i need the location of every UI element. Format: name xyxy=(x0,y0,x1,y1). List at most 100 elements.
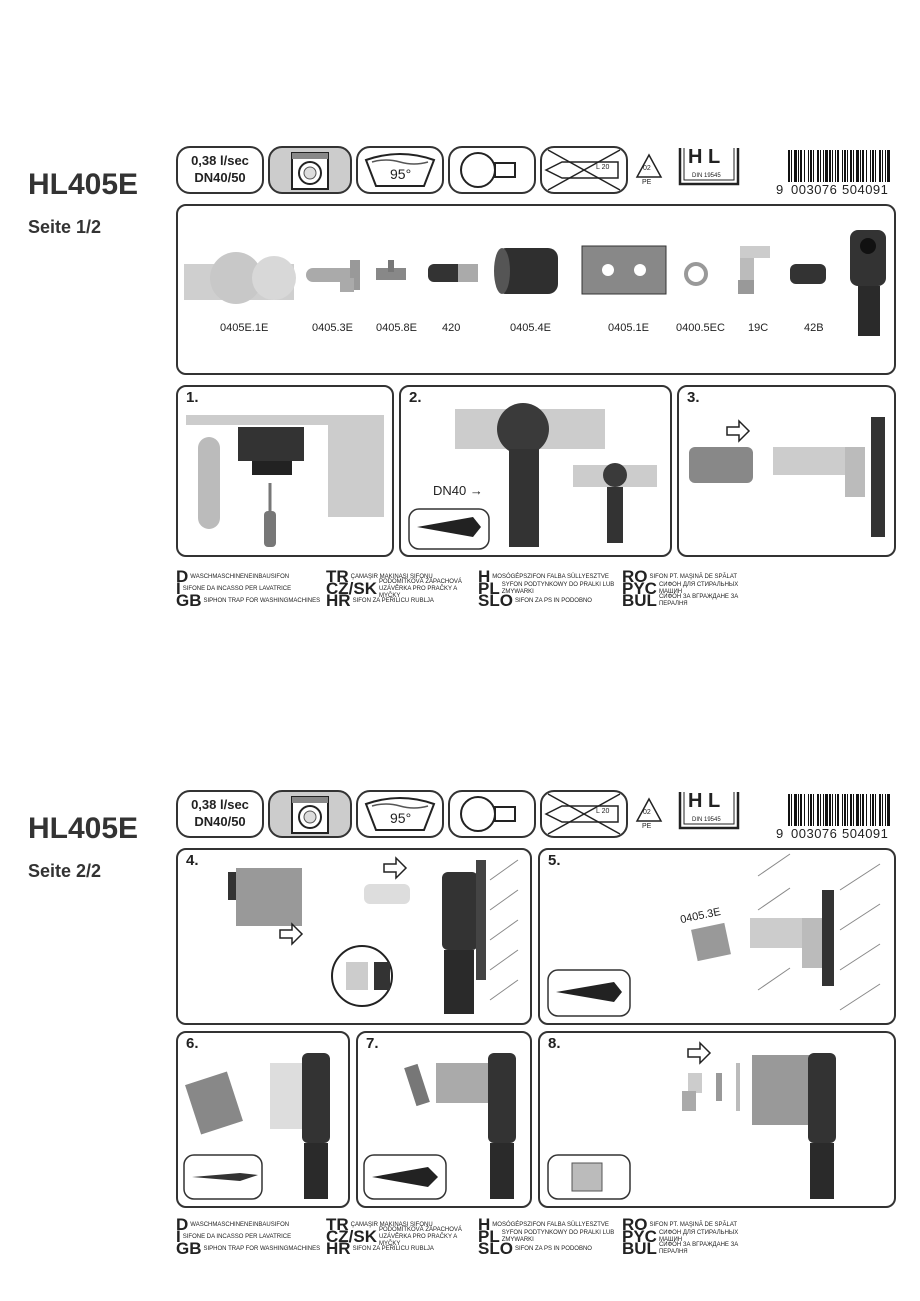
din-label: DIN 19545 xyxy=(692,173,721,179)
legend-text: СИФОН ДЛЯ СТИРАЛЬНЫХ МАШИН xyxy=(658,582,739,595)
barcode-bar xyxy=(875,150,876,182)
page-indicator: Seite 2/2 xyxy=(28,861,102,881)
legend-text: PODOMÍTKOVÁ ZÁPACHOVÁ UZÁVĚRKA PRO PRAČK… xyxy=(379,1226,462,1247)
temperature-icon: 95° xyxy=(356,146,444,194)
flow-rate: 0,38 l/sec xyxy=(191,153,249,168)
legend-code: SLO xyxy=(478,591,513,610)
barcode-bar xyxy=(885,150,886,182)
barcode-bars xyxy=(788,150,890,182)
barcode-bar xyxy=(825,794,828,826)
barcode-bar xyxy=(872,794,874,826)
barcode-bar xyxy=(813,150,814,182)
flow-rate-badge: 0,38 l/sec DN40/50 xyxy=(176,790,264,838)
temperature-label: 95° xyxy=(390,810,412,826)
barcode-bar xyxy=(823,794,824,826)
step-number: 8. xyxy=(548,1035,561,1052)
legend-code: TR xyxy=(326,1215,349,1234)
pipe-diameter-icon xyxy=(448,146,536,194)
barcode xyxy=(788,150,892,182)
barcode-bar xyxy=(817,150,819,182)
legend-code: I xyxy=(176,579,181,598)
step-8-panel: 8. xyxy=(538,1031,896,1208)
step-5-panel: 5. 0405.3E xyxy=(538,848,896,1025)
part-label: 0405.8E xyxy=(376,322,417,334)
parts-list-box: 0405E.1E 0405.3E 0405.8E 420 0405.4E 040… xyxy=(176,204,896,375)
legend-text: SIPHON TRAP FOR WASHINGMACHINES xyxy=(203,597,321,604)
step-number: 4. xyxy=(186,852,199,869)
barcode-bar xyxy=(872,150,874,182)
step-2-note: DN40 → xyxy=(433,483,483,498)
legend-code: H xyxy=(478,1215,491,1234)
barcode-bar xyxy=(810,150,812,182)
step-number: 2. xyxy=(409,389,422,406)
legend-code: HR xyxy=(326,591,351,610)
barcode-bar xyxy=(856,150,859,182)
part-label: 0405.1E xyxy=(608,322,649,334)
barcode-group-1: 003076 xyxy=(791,826,838,841)
hl-logo-text: H L xyxy=(688,146,721,168)
washing-machine-icon xyxy=(268,146,352,194)
legend-text: SIFON ZA PS IN PODOBNO xyxy=(514,597,592,604)
legend-code: I xyxy=(176,1227,181,1246)
legend-text: СИФОН ДЛЯ СТИРАЛЬНЫХ МАШИН xyxy=(658,1230,739,1243)
barcode-bar xyxy=(791,150,792,182)
barcode-bar xyxy=(791,794,792,826)
barcode-bar xyxy=(832,150,833,182)
step-number: 7. xyxy=(366,1035,379,1052)
barcode-first-digit: 9 xyxy=(776,182,784,197)
barcode-bar xyxy=(887,794,890,826)
barcode-bar xyxy=(817,794,819,826)
step-7-panel: 7. xyxy=(356,1031,532,1208)
barcode-bar xyxy=(862,794,864,826)
legend-code: CZ/SK xyxy=(326,579,377,598)
legend-text: СИФОН ЗА ВГРАЖДАНЕ ЗА ПЕРАЛНЯ xyxy=(658,594,739,607)
legend-text: SIPHON TRAP FOR WASHINGMACHINES xyxy=(203,1245,321,1252)
barcode-bar xyxy=(844,794,846,826)
model-title: HL405E xyxy=(28,812,139,845)
parts-drawing xyxy=(184,230,886,336)
barcode-bar xyxy=(882,794,883,826)
temperature-label: 95° xyxy=(390,166,412,182)
legend-text: SIFON PT. MAŞINĂ DE SPĂLAT xyxy=(649,573,738,580)
legend-text: SIFON PT. MAŞINĂ DE SPĂLAT xyxy=(649,1221,738,1228)
tube-label: L 20 xyxy=(596,164,610,171)
step-number: 5. xyxy=(548,852,561,869)
hl-logo: H L DIN 19545 xyxy=(676,788,742,836)
barcode-bar xyxy=(794,150,797,182)
step-number: 6. xyxy=(186,1035,199,1052)
part-label: 19C xyxy=(748,322,769,334)
barcode-bar xyxy=(866,150,867,182)
step-1-panel: 1. xyxy=(176,385,394,557)
legend-text: PODOMÍTKOVÁ ZÁPACHOVÁ UZÁVĚRKA PRO PRAČK… xyxy=(379,578,462,599)
barcode-bar xyxy=(850,794,852,826)
barcode-bar xyxy=(879,794,881,826)
barcode-bar xyxy=(804,794,805,826)
step-6-panel: 6. xyxy=(176,1031,350,1208)
barcode-bar xyxy=(837,150,839,182)
legend-text: SIFON ZA PERILICU RUBLJA xyxy=(352,597,434,604)
legend-code: BUL xyxy=(622,1239,657,1258)
barcode-bar xyxy=(788,794,790,826)
barcode-group-2: 504091 xyxy=(842,182,889,197)
step-number: 3. xyxy=(687,389,700,406)
barcode-bar xyxy=(856,794,859,826)
part-label: 0405.3E xyxy=(312,322,353,334)
barcode-bar xyxy=(875,794,876,826)
step-2-panel: 2. DN40 → xyxy=(399,385,672,557)
barcode-bar xyxy=(885,794,886,826)
recycle-material: PE xyxy=(642,823,652,830)
legend-code: PL xyxy=(478,579,500,598)
legend-text: ÇAMAŞIR MAKINASI SIFONU xyxy=(350,1221,433,1228)
legend-code: RO xyxy=(622,1215,648,1234)
legend-code: PYC xyxy=(622,579,657,598)
step-number: 1. xyxy=(186,389,199,406)
barcode-bar xyxy=(829,150,831,182)
legend-code: TR xyxy=(326,567,349,586)
barcode-bar xyxy=(832,794,833,826)
barcode-bar xyxy=(808,794,809,826)
barcode-bar xyxy=(844,150,846,182)
barcode-bar xyxy=(862,150,864,182)
barcode-bar xyxy=(794,794,797,826)
hl-logo: H L DIN 19545 xyxy=(676,144,742,192)
barcode-bar xyxy=(823,150,824,182)
